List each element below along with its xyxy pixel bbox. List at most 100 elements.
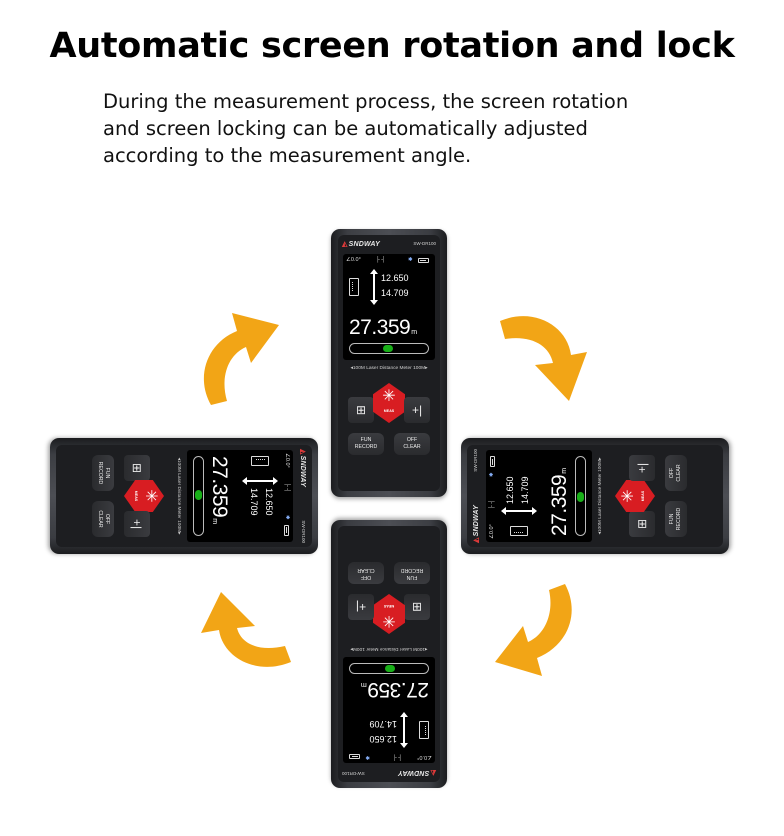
brand-logo: ◭SNDWAY: [473, 505, 480, 543]
second-value: 14.709: [381, 288, 409, 298]
off-clear-button[interactable]: OFF CLEAR: [92, 501, 114, 537]
distance-meter: ◭SNDWAY SW-DR100 ∠0.0° ├ ┤ ✱ 12.650 14.7…: [461, 438, 729, 554]
plus-minus-button[interactable]: +|: [629, 455, 655, 481]
fun-record-button[interactable]: FUN RECORD: [348, 433, 384, 455]
first-value: 12.650: [264, 488, 274, 516]
device-rotated-right: ◭SNDWAY SW-DR100 ∠0.0° ├ ┤ ✱ 12.650 14.7…: [461, 438, 729, 554]
status-bar: ∠0.0° ├ ┤ ✱: [346, 752, 432, 760]
description-line: During the measurement process, the scre…: [103, 90, 629, 113]
mode-button[interactable]: ⊞: [348, 397, 374, 423]
vertical-arrow-icon: [504, 510, 534, 512]
mode-button[interactable]: ⊞: [124, 455, 150, 481]
level-dot: [385, 665, 395, 672]
off-clear-button[interactable]: OFF CLEAR: [348, 562, 384, 584]
lcd-screen: ∠0.0° ├ ┤ ✱ 12.650 14.709 27.359m: [343, 254, 435, 360]
first-value: 12.650: [369, 734, 397, 744]
measure-mode-icon: [349, 278, 359, 296]
device-caption: ◂100M Laser Distance Meter 100M▸: [350, 366, 428, 371]
reference-icon: ├ ┤: [376, 257, 386, 263]
battery-icon: [490, 456, 495, 467]
vertical-arrow-icon: [403, 715, 405, 745]
mode-button[interactable]: ⊞: [629, 511, 655, 537]
model-label: SW-DR100: [413, 241, 436, 246]
off-clear-button[interactable]: OFF CLEAR: [394, 433, 430, 455]
measure-mode-icon: [419, 721, 429, 739]
angle-readout: ∠0.0°: [489, 524, 495, 539]
battery-icon: [349, 754, 360, 759]
laser-star-icon: ✳: [382, 388, 396, 405]
reference-icon: ├ ┤: [392, 754, 402, 760]
level-indicator: [349, 663, 429, 674]
plus-minus-button[interactable]: +|: [348, 594, 374, 620]
measure-mode-icon: [510, 526, 528, 536]
main-value: 27.359m: [361, 678, 429, 701]
laser-star-icon: ✳: [620, 489, 637, 503]
device-caption: ◂100M Laser Distance Meter 100M▸: [350, 646, 428, 651]
distance-meter: ◭SNDWAY SW-DR100 ∠0.0° ├ ┤ ✱ 12.650 14.7…: [331, 229, 447, 497]
model-label: SW-DR100: [342, 771, 365, 776]
angle-readout: ∠0.0°: [346, 257, 361, 263]
device-face: ◭SNDWAY SW-DR100 ∠0.0° ├ ┤ ✱ 12.650 14.7…: [56, 445, 312, 547]
first-value: 12.650: [505, 476, 515, 504]
bluetooth-icon: ✱: [408, 257, 413, 263]
first-value: 12.650: [381, 273, 409, 283]
meas-button[interactable]: ✳ MEAS: [373, 383, 405, 423]
second-value: 14.709: [369, 719, 397, 729]
device-upside-down: ◭SNDWAY SW-DR100 ∠0.0° ├ ┤ ✱ 12.650 14.7…: [331, 520, 447, 788]
plus-minus-button[interactable]: +|: [404, 397, 430, 423]
rotate-arrow-icon: [500, 316, 587, 401]
meas-button[interactable]: ✳ MEAS: [615, 480, 655, 512]
bluetooth-icon: ✱: [284, 515, 290, 520]
second-value: 14.709: [249, 488, 259, 516]
status-bar: ∠0.0° ├ ┤ ✱: [489, 453, 497, 539]
keypad: ⊞ ✳ MEAS +| FUN RECORD OFF CLEAR: [58, 445, 170, 547]
status-bar: ∠0.0° ├ ┤ ✱: [282, 453, 290, 539]
distance-meter: ◭SNDWAY SW-DR100 ∠0.0° ├ ┤ ✱ 12.650 14.7…: [331, 520, 447, 788]
main-value: 27.359m: [349, 316, 417, 339]
brand-logo: ◭SNDWAY: [299, 449, 306, 487]
arrow-shape: [500, 316, 587, 401]
brand-logo: ◭SNDWAY: [342, 241, 380, 248]
main-value: 27.359m: [208, 456, 231, 524]
keypad: ⊞ ✳ MEAS +| FUN RECORD OFF CLEAR: [609, 445, 721, 547]
second-value: 14.709: [520, 476, 530, 504]
description-line: according to the measurement angle.: [103, 144, 472, 167]
plus-minus-button[interactable]: +|: [124, 511, 150, 537]
battery-icon: [284, 525, 289, 536]
status-bar: ∠0.0° ├ ┤ ✱: [346, 257, 432, 265]
laser-star-icon: ✳: [382, 612, 396, 629]
level-indicator: [349, 343, 429, 354]
main-value: 27.359m: [548, 468, 571, 536]
reference-icon: ├ ┤: [284, 483, 290, 493]
device-upright: ◭SNDWAY SW-DR100 ∠0.0° ├ ┤ ✱ 12.650 14.7…: [331, 229, 447, 497]
laser-star-icon: ✳: [142, 489, 159, 503]
arrow-shape: [495, 584, 572, 676]
meas-button[interactable]: ✳ MEAS: [373, 594, 405, 634]
arrow-shape: [203, 313, 279, 405]
rotate-arrow-icon: [495, 584, 572, 676]
device-face: ◭SNDWAY SW-DR100 ∠0.0° ├ ┤ ✱ 12.650 14.7…: [467, 445, 723, 547]
level-indicator: [575, 456, 586, 536]
meas-button[interactable]: ✳ MEAS: [124, 480, 164, 512]
level-indicator: [193, 456, 204, 536]
vertical-arrow-icon: [370, 269, 378, 305]
keypad: ⊞ ✳ MEAS +| FUN RECORD OFF CLEAR: [338, 528, 440, 640]
device-caption: ◂100M Laser Distance Meter 100M▸: [176, 457, 181, 535]
device-face: ◭SNDWAY SW-DR100 ∠0.0° ├ ┤ ✱ 12.650 14.7…: [338, 526, 440, 782]
vertical-arrow-icon: [245, 480, 275, 482]
fun-record-button[interactable]: FUN RECORD: [665, 501, 687, 537]
battery-icon: [418, 258, 429, 263]
fun-record-button[interactable]: FUN RECORD: [92, 455, 114, 491]
fun-record-button[interactable]: FUN RECORD: [394, 562, 430, 584]
page-title: Automatic screen rotation and lock: [49, 26, 735, 66]
level-dot: [577, 492, 584, 502]
description: During the measurement process, the scre…: [103, 88, 723, 169]
bluetooth-icon: ✱: [365, 754, 370, 760]
measure-mode-icon: [251, 456, 269, 466]
rotate-arrow-icon: [203, 313, 279, 405]
lcd-screen: ∠0.0° ├ ┤ ✱ 12.650 14.709 27.359m: [486, 450, 592, 542]
description-line: and screen locking can be automatically …: [103, 117, 588, 140]
off-clear-button[interactable]: OFF CLEAR: [665, 455, 687, 491]
model-label: SW-DR100: [301, 520, 306, 543]
mode-button[interactable]: ⊞: [404, 594, 430, 620]
